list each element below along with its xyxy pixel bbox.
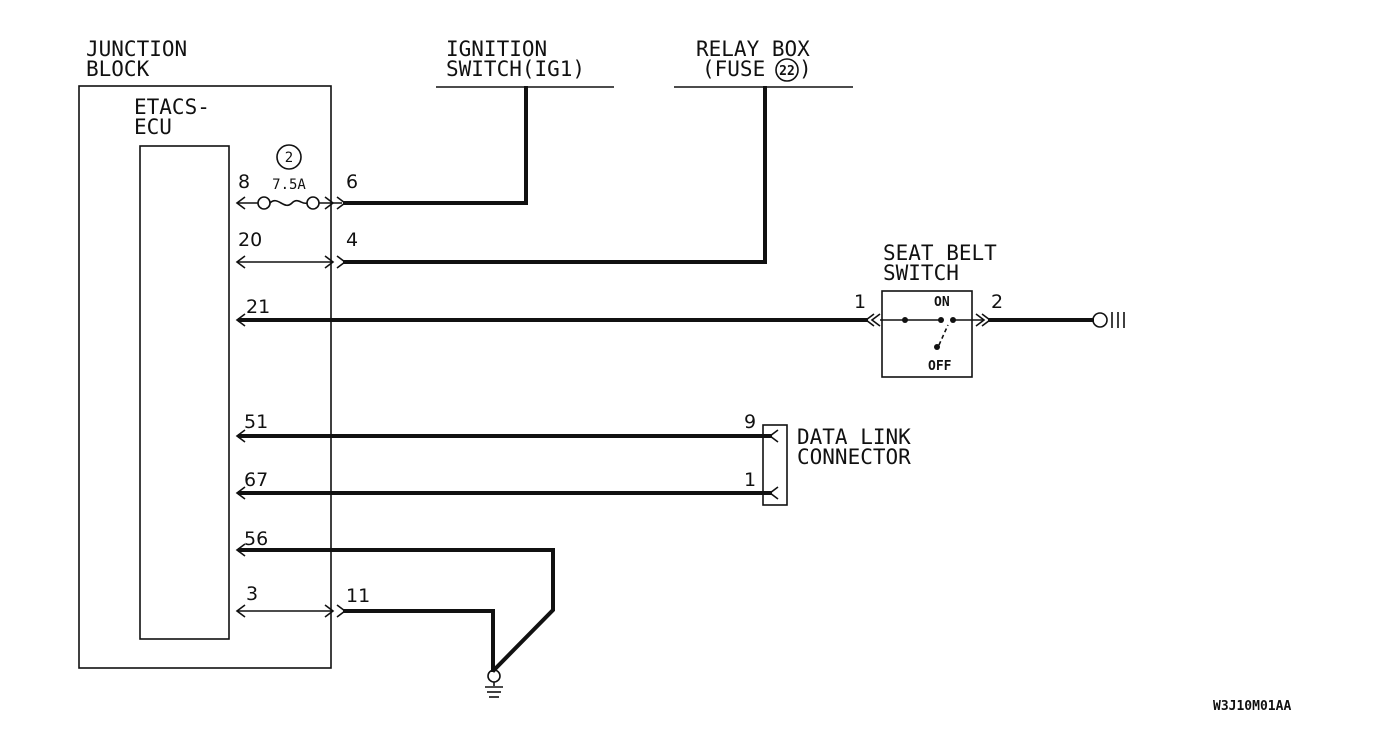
pin-label-21: 21 <box>246 296 270 318</box>
pin-label-56: 56 <box>244 528 268 550</box>
fuse-number-circle <box>276 144 302 170</box>
pin-label-3: 3 <box>246 583 258 605</box>
seat-belt-switch-on-label: ON <box>934 295 950 310</box>
relay-wire <box>343 86 767 264</box>
switch-lever <box>938 324 949 346</box>
junction-block-title-line1: JUNCTION <box>86 37 187 61</box>
relay-box-title-line2: (FUSE <box>702 57 765 81</box>
data-link-connector-title-line2: CONNECTOR <box>797 445 911 469</box>
pin-51-connector <box>235 429 246 443</box>
relay-fuse-number: 22 <box>779 64 795 79</box>
ecu-title-line2: ECU <box>134 115 172 139</box>
pin-label-51: 51 <box>244 411 268 433</box>
ignition-switch-title-line2: SWITCH(IG1) <box>446 57 585 81</box>
pin-label-4: 4 <box>346 229 358 251</box>
fuse-terminal-right <box>306 196 320 210</box>
ignition-switch-title-line1: IGNITION <box>446 37 547 61</box>
seat-belt-pin-2-arrow-a <box>975 313 986 327</box>
body-ground-right-icon <box>1092 312 1108 328</box>
fuse-number: 2 <box>285 150 293 166</box>
pin-label-67: 67 <box>244 469 268 491</box>
seat-belt-switch-box <box>881 290 973 378</box>
pin-56-connector <box>235 543 246 557</box>
pin-label-8: 8 <box>238 171 250 193</box>
pin-21-connector <box>235 313 246 327</box>
ground-wire-56 <box>238 548 555 673</box>
relay-fuse-circle <box>775 58 799 82</box>
relay-box-title-line1: RELAY BOX <box>696 37 810 61</box>
seat-belt-pin-2: 2 <box>991 291 1003 313</box>
dlc-pin-9: 9 <box>744 411 756 433</box>
dlc-pin-1: 1 <box>744 469 756 491</box>
pin-label-20: 20 <box>238 229 262 251</box>
seat-belt-switch-off-label: OFF <box>928 359 952 374</box>
switch-contact-off <box>934 344 940 350</box>
pin-label-11: 11 <box>346 585 370 607</box>
seat-belt-pin-1-arrow-b <box>870 313 881 327</box>
drawing-code: W3J10M01AA <box>1213 699 1291 714</box>
data-link-connector-title-line1: DATA LINK <box>797 425 911 449</box>
fuse-terminal-left <box>257 196 271 210</box>
switch-node <box>902 317 908 323</box>
fuse-element <box>269 199 308 207</box>
ignition-wire <box>343 86 528 205</box>
fuse-rating: 7.5A <box>272 177 306 193</box>
seat-belt-switch-title-line2: SWITCH <box>883 261 959 285</box>
pin-8-connector <box>235 196 246 210</box>
seat-belt-switch-title-line1: SEAT BELT <box>883 241 997 265</box>
ecu-title-line1: ETACS- <box>134 95 210 119</box>
pin-8-junction-left-arrow <box>324 196 335 210</box>
switch-contact-on-left <box>938 317 944 323</box>
ground-wire-11 <box>343 609 495 672</box>
junction-block-title-line2: BLOCK <box>86 57 150 81</box>
junction-block-box <box>78 85 332 669</box>
pin-67-connector <box>235 486 246 500</box>
pin-label-6: 6 <box>346 171 358 193</box>
seat-belt-pin-1: 1 <box>854 291 866 313</box>
ecu-box <box>139 145 230 640</box>
data-link-connector-box <box>762 424 788 506</box>
relay-box-title-line2-end: ) <box>799 57 812 81</box>
